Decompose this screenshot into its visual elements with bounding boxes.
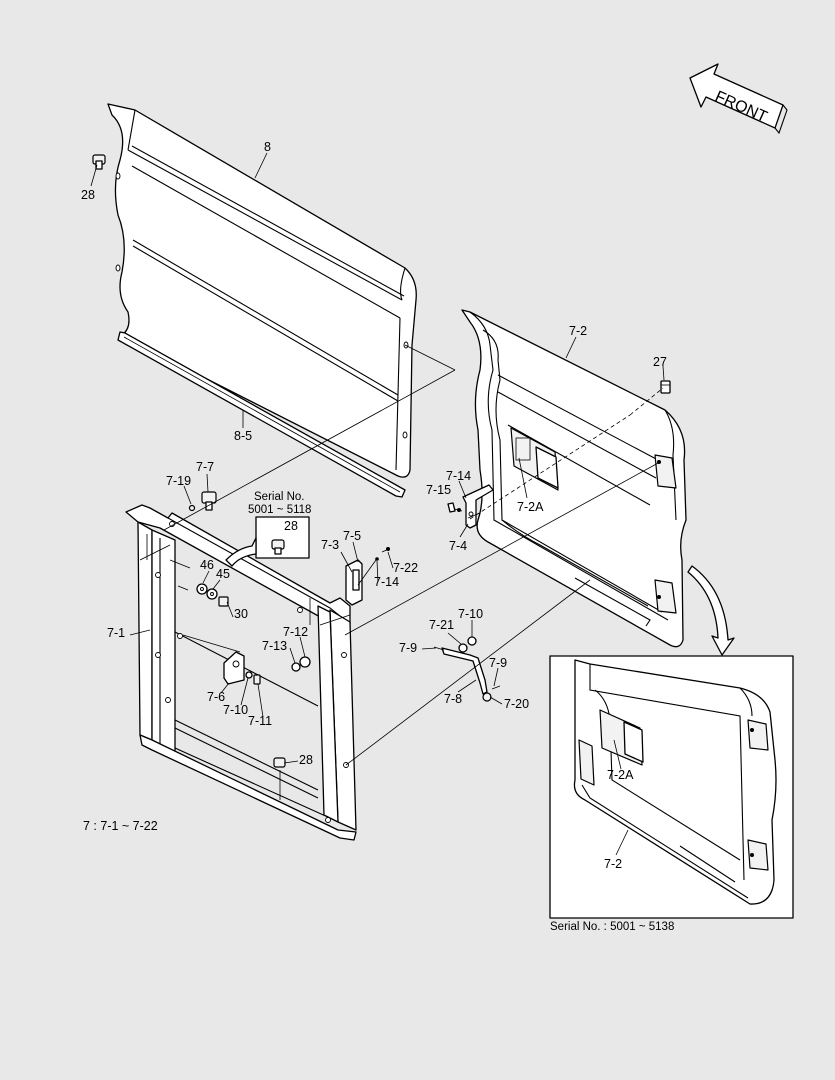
callout-28-box: 28 <box>284 519 298 533</box>
callout-45: 45 <box>216 567 230 581</box>
callout-7-11: 7-11 <box>248 714 272 728</box>
serial-box-line2: 5001 ~ 5118 <box>248 504 311 516</box>
door-frame <box>125 504 357 841</box>
callout-labels: 8 28 8-5 7-2 27 7-14 7-15 7-2A 7-4 7-7 7… <box>81 140 674 933</box>
callout-46: 46 <box>200 558 214 572</box>
callout-7-14-top: 7-14 <box>446 469 471 483</box>
inset-detail <box>549 655 794 919</box>
callout-7-20: 7-20 <box>504 697 529 711</box>
bracket-7-6 <box>223 651 245 685</box>
front-direction-arrow: FRONT <box>689 63 788 135</box>
callout-7-10-right: 7-10 <box>458 607 483 621</box>
seal-strip <box>117 331 406 498</box>
serial-box-line1: Serial No. <box>254 491 305 503</box>
callout-30: 30 <box>234 607 248 621</box>
callout-7-2: 7-2 <box>569 324 587 338</box>
callout-7-2-inset: 7-2 <box>604 857 622 871</box>
bolt-28-top <box>92 154 106 170</box>
callout-7-13: 7-13 <box>262 639 287 653</box>
callout-leaders <box>90 152 665 856</box>
callout-27: 27 <box>653 355 667 369</box>
callout-7-9-right: 7-9 <box>489 656 507 670</box>
callout-7-14-mid: 7-14 <box>374 575 399 589</box>
callout-7-8: 7-8 <box>444 692 462 706</box>
callout-7-10-left: 7-10 <box>223 703 248 717</box>
inset-serial-caption: Serial No. : 5001 ~ 5138 <box>550 921 674 933</box>
callout-7-22: 7-22 <box>393 561 418 575</box>
callout-7-12: 7-12 <box>283 625 308 639</box>
callout-28-bottom: 28 <box>299 753 313 767</box>
callout-7-19: 7-19 <box>166 474 191 488</box>
callout-7-1: 7-1 <box>107 626 125 640</box>
support-rod <box>433 636 501 702</box>
side-door <box>461 309 687 648</box>
callout-28-top: 28 <box>81 188 95 202</box>
top-cover-panel <box>107 103 417 478</box>
bolt-27 <box>660 380 671 394</box>
callout-7-6: 7-6 <box>207 690 225 704</box>
serial-detail-box <box>225 516 310 567</box>
callout-7-15: 7-15 <box>426 483 451 497</box>
callout-7-9-left: 7-9 <box>399 641 417 655</box>
callout-7-5: 7-5 <box>343 529 361 543</box>
callout-8-5: 8-5 <box>234 429 252 443</box>
callout-7-3: 7-3 <box>321 538 339 552</box>
callout-7-4: 7-4 <box>449 539 467 553</box>
assembly-legend-note: 7 : 7-1 ~ 7-22 <box>83 819 158 833</box>
callout-7-21: 7-21 <box>429 618 454 632</box>
callout-8: 8 <box>264 140 271 154</box>
callout-7-2A-inset: 7-2A <box>607 768 634 782</box>
assembly-lines <box>139 344 664 800</box>
callout-7-2A: 7-2A <box>517 500 544 514</box>
inset-pointer-arrow <box>687 565 735 656</box>
hardware-items <box>188 491 390 768</box>
callout-7-7: 7-7 <box>196 460 214 474</box>
